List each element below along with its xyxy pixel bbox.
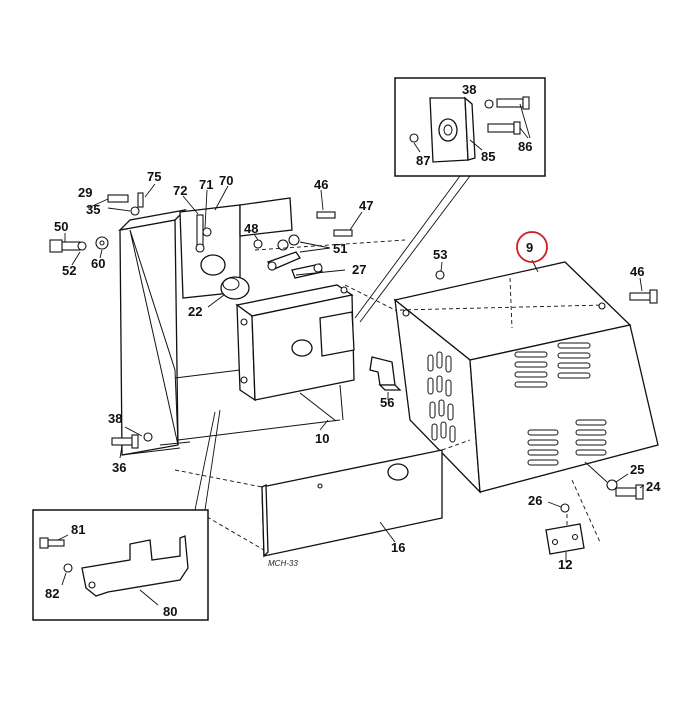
nut-icon (435, 270, 445, 280)
panel-16: MCH-33 (174, 439, 471, 568)
hardware-bracket-top (182, 185, 229, 253)
inset-bottom-leader (204, 409, 221, 511)
callout-60: 60 (91, 256, 105, 271)
callout-71: 71 (199, 177, 213, 192)
bolt-icon (47, 539, 65, 547)
callout-29: 29 (78, 185, 92, 200)
bolt-icon (137, 192, 144, 208)
washer-icon (606, 479, 618, 491)
bolt-icon (496, 98, 524, 108)
knob-22 (207, 276, 250, 308)
callout-10: 10 (315, 431, 329, 446)
bolt-icon (333, 229, 353, 237)
callout-38-left: 38 (108, 411, 122, 426)
callout-85: 85 (481, 149, 495, 164)
hardware-lower-left (111, 426, 143, 459)
nut-icon (95, 236, 109, 250)
bolt-icon (487, 123, 515, 133)
bolt-icon (615, 487, 639, 497)
washer-icon (130, 206, 140, 216)
callout-27: 27 (352, 262, 366, 277)
nut-icon (253, 239, 263, 249)
callout-36: 36 (112, 460, 126, 475)
washer-icon (484, 99, 494, 109)
callout-12: 12 (558, 557, 572, 572)
inset-top-leader (359, 175, 471, 323)
bolt-icon (111, 437, 133, 446)
callout-72: 72 (173, 183, 187, 198)
washer-icon (77, 241, 87, 251)
bracket-12 (545, 523, 585, 562)
bolt-icon (629, 292, 653, 301)
callout-labels: 9 10 12 16 22 24 25 26 27 29 35 36 38 38… (45, 82, 661, 619)
drawing-id: MCH-33 (268, 559, 298, 568)
callout-22: 22 (188, 304, 202, 319)
callout-26: 26 (528, 493, 542, 508)
nut-icon (409, 133, 419, 143)
callout-51: 51 (333, 241, 347, 256)
bolt-icon (61, 241, 81, 251)
callout-48: 48 (244, 221, 258, 236)
callout-82: 82 (45, 586, 59, 601)
hardware-upper-left (49, 183, 156, 266)
callout-16: 16 (391, 540, 405, 555)
callout-70: 70 (219, 173, 233, 188)
nut-icon (63, 563, 73, 573)
callout-47: 47 (359, 198, 373, 213)
callout-56: 56 (380, 395, 394, 410)
callout-52: 52 (62, 263, 76, 278)
linkage-assembly (253, 189, 363, 279)
highlight-ring (516, 231, 548, 263)
callout-24: 24 (646, 479, 661, 494)
clip-56 (369, 356, 402, 400)
callout-86: 86 (518, 139, 532, 154)
inset-top-bracket (394, 77, 546, 177)
bolt-icon (107, 194, 129, 203)
callout-25: 25 (630, 462, 644, 477)
callout-87: 87 (416, 153, 430, 168)
callout-9: 9 (526, 240, 533, 255)
callout-53: 53 (433, 247, 447, 262)
left-housing (118, 197, 341, 456)
callout-35: 35 (86, 202, 100, 217)
callout-81: 81 (71, 522, 85, 537)
vent-louvers (427, 342, 607, 466)
control-box-10 (235, 284, 355, 431)
inset-bottom-bracket (32, 509, 209, 621)
callout-75: 75 (147, 169, 161, 184)
callout-80: 80 (163, 604, 177, 619)
callout-50: 50 (54, 219, 68, 234)
callout-38-top: 38 (462, 82, 476, 97)
bolt-icon (316, 211, 336, 219)
callout-46-top: 46 (314, 177, 328, 192)
callout-46-right: 46 (630, 264, 644, 279)
hardware-right (435, 261, 658, 543)
